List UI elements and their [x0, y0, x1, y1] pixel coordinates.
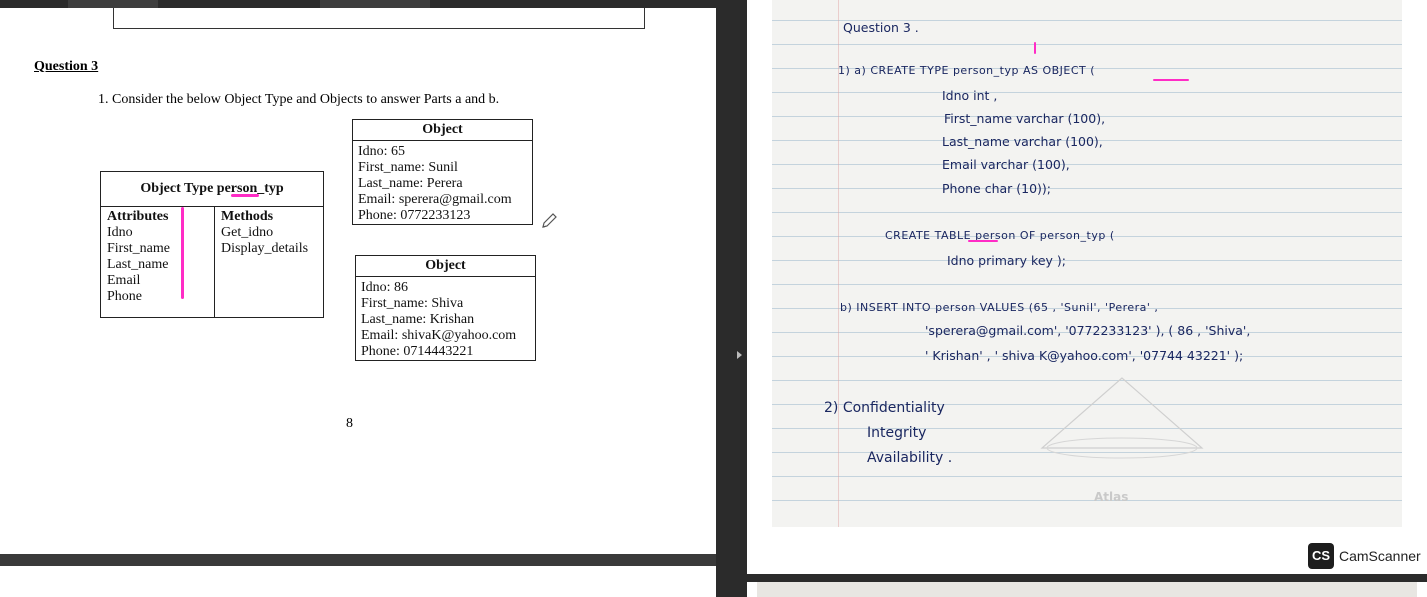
object-row: Idno: 65	[358, 144, 406, 159]
methods-label: Methods	[221, 209, 274, 224]
object-row: Phone: 0772233123	[358, 208, 471, 223]
ink-underline	[1153, 79, 1189, 81]
notes-line: Last_name varchar (100),	[942, 134, 1103, 149]
method-item: Display_details	[221, 241, 309, 256]
attribute-item: Email	[107, 273, 141, 288]
methods-column: Methods Get_idno Display_details	[221, 209, 308, 257]
question-text: 1. Consider the below Object Type and Ob…	[98, 92, 500, 107]
notes-line: b) INSERT INTO person VALUES (65 , 'Suni…	[840, 301, 1159, 314]
pencil-icon[interactable]	[540, 212, 558, 235]
object-row: First_name: Shiva	[361, 296, 464, 311]
attributes-column: Attributes Idno First_name Last_name Ema…	[107, 209, 212, 305]
notes-line: Availability .	[867, 450, 953, 466]
notes-line: Idno primary key );	[947, 253, 1067, 268]
notes-line: First_name varchar (100),	[944, 111, 1106, 126]
notes-line: Email varchar (100),	[942, 157, 1070, 172]
attribute-item: Phone	[107, 289, 142, 304]
object-header: Object	[353, 120, 532, 141]
notes-line: ' Krishan' , ' shiva K@yahoo.com', '0774…	[925, 348, 1244, 363]
page-number: 8	[346, 416, 353, 431]
notes-line: 'sperera@gmail.com', '0772233123' ), ( 8…	[925, 323, 1251, 338]
object-row: Last_name: Perera	[358, 176, 463, 191]
notes-line: Phone char (10));	[942, 181, 1052, 196]
expand-arrow-icon[interactable]	[737, 351, 742, 359]
notes-line: Integrity	[867, 425, 927, 441]
page-gap	[747, 574, 1427, 582]
object-type-table: Object Type person_typ Attributes Idno F…	[100, 171, 324, 318]
attribute-item: Idno	[107, 225, 133, 240]
viewer-toolbar	[0, 0, 716, 8]
ink-underline	[231, 194, 259, 197]
toolbar-field[interactable]	[68, 0, 158, 8]
camscanner-label: CamScanner	[1339, 548, 1421, 564]
object-type-header: Object Type person_typ	[101, 172, 323, 207]
method-item: Get_idno	[221, 225, 274, 240]
pdf-page: Question 3 1. Consider the below Object …	[0, 8, 716, 554]
object-row: Idno: 86	[361, 280, 409, 295]
notes-line: Question 3 .	[843, 20, 919, 35]
attribute-item: Last_name	[107, 257, 169, 272]
question-heading: Question 3	[34, 59, 99, 74]
object-row: First_name: Sunil	[358, 160, 458, 175]
ink-bracket	[181, 207, 184, 299]
object-header: Object	[356, 256, 535, 277]
attribute-item: First_name	[107, 241, 170, 256]
next-pdf-page	[0, 566, 716, 597]
notebook-photo: Question 3 . 1) a) CREATE TYPE person_ty…	[772, 0, 1402, 527]
toolbar-field[interactable]	[320, 0, 430, 8]
watermark-text: Atlas	[1094, 490, 1129, 504]
bleed-through-sketch	[1040, 377, 1204, 459]
camscanner-logo: CS	[1308, 543, 1334, 569]
object-table-2: Object Idno: 86 First_name: Shiva Last_n…	[355, 255, 536, 361]
object-row: Last_name: Krishan	[361, 312, 475, 327]
object-row: Phone: 0714443221	[361, 344, 474, 359]
notes-line: 2) Confidentiality	[824, 400, 945, 416]
scanned-notes-pane: Question 3 . 1) a) CREATE TYPE person_ty…	[747, 0, 1427, 597]
pane-divider[interactable]	[716, 0, 747, 597]
notes-line: 1) a) CREATE TYPE person_typ AS OBJECT (	[838, 64, 1096, 77]
next-scanned-page	[757, 582, 1417, 597]
notes-line: Idno int ,	[942, 88, 998, 103]
attributes-label: Attributes	[107, 209, 169, 224]
notes-line: CREATE TABLE person OF person_typ (	[885, 229, 1115, 242]
ink-mark	[1034, 42, 1036, 54]
previous-content-box	[113, 8, 645, 29]
ink-underline	[968, 240, 998, 242]
object-row: Email: shivaK@yahoo.com	[361, 328, 517, 343]
pdf-viewer-pane: Question 3 1. Consider the below Object …	[0, 0, 716, 597]
object-row: Email: sperera@gmail.com	[358, 192, 512, 207]
object-table-1: Object Idno: 65 First_name: Sunil Last_n…	[352, 119, 533, 225]
